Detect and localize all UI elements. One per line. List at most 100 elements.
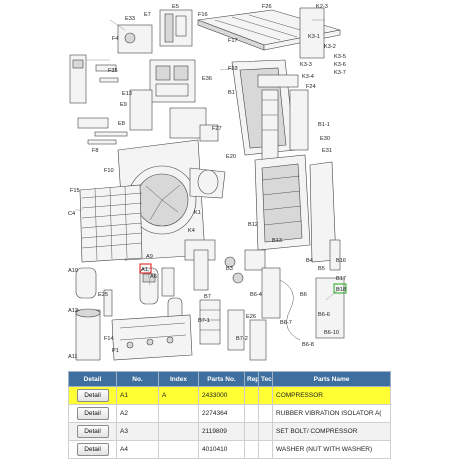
cell-parts-no: 2274364 bbox=[198, 404, 245, 423]
callout-E36: E36 bbox=[202, 76, 212, 82]
callout-B3: B3 bbox=[226, 266, 233, 272]
callout-K1: K1 bbox=[194, 210, 201, 216]
callout-B7-2: B7-2 bbox=[236, 336, 248, 342]
callout-F4: F4 bbox=[112, 36, 119, 42]
column-header-parts-name[interactable]: Parts Name bbox=[272, 371, 391, 387]
column-header-parts-no[interactable]: Parts No. bbox=[198, 371, 245, 387]
cell-index: A bbox=[158, 386, 199, 405]
cell-tec bbox=[258, 386, 273, 405]
callout-F24: F24 bbox=[306, 84, 316, 90]
cell-rep bbox=[244, 440, 259, 459]
callout-F26: F26 bbox=[262, 4, 272, 10]
cell-index bbox=[158, 440, 199, 459]
cell-parts-name: RUBBER VIBRATION ISOLATOR A( bbox=[272, 404, 391, 423]
detail-button[interactable]: Detail bbox=[76, 425, 109, 438]
callout-B6-6: B6-6 bbox=[318, 312, 330, 318]
callout-A1: A1 bbox=[141, 267, 148, 273]
callout-F17: F17 bbox=[228, 38, 238, 44]
callout-F8: F8 bbox=[92, 148, 99, 154]
table-row[interactable]: Detail A3 2119809 SET BOLT/ COMPRESSOR bbox=[68, 422, 391, 441]
callout-B6: B6 bbox=[300, 292, 307, 298]
compressor-group bbox=[75, 267, 193, 361]
cell-rep bbox=[244, 422, 259, 441]
callout-K4: K4 bbox=[188, 228, 195, 234]
callout-B7: B7 bbox=[204, 294, 211, 300]
left-small-parts bbox=[69, 54, 128, 145]
diagram-callouts: E33 E7 E5 F26 F16 K2-3 F17 K3-1 K3-2 K3-… bbox=[68, 4, 346, 360]
callout-E25: E25 bbox=[98, 292, 108, 298]
leader-lines bbox=[75, 19, 341, 301]
side-frame-panel bbox=[231, 7, 325, 161]
callout-B13: B13 bbox=[272, 238, 282, 244]
callout-K3-5: K3-5 bbox=[334, 54, 346, 60]
callout-K3-2: K3-2 bbox=[324, 44, 336, 50]
table-row[interactable]: Detail A1 A 2433000 COMPRESSOR bbox=[68, 386, 391, 405]
callout-K3-1: K3-1 bbox=[308, 34, 320, 40]
callout-B6-10: B6-10 bbox=[324, 330, 339, 336]
column-header-no[interactable]: No. bbox=[116, 371, 159, 387]
callout-E5: E5 bbox=[172, 4, 179, 10]
cell-tec bbox=[258, 404, 273, 423]
column-header-detail[interactable]: Detail bbox=[68, 371, 117, 387]
callout-B1-1: B1-1 bbox=[318, 122, 330, 128]
callout-E7: E7 bbox=[144, 12, 151, 18]
table-header-row: Detail No. Index Parts No. Rep Tec Parts… bbox=[68, 371, 391, 387]
callout-K3-7: K3-7 bbox=[334, 70, 346, 76]
callout-K2-3: K2-3 bbox=[316, 4, 328, 10]
callout-B4: B4 bbox=[306, 258, 313, 264]
callout-F16: F16 bbox=[198, 12, 208, 18]
callout-B6-7: B6-7 bbox=[280, 320, 292, 326]
detail-button[interactable]: Detail bbox=[76, 389, 109, 402]
callout-E33: E33 bbox=[125, 16, 135, 22]
callout-A12: A12 bbox=[68, 308, 78, 314]
callout-P1: P1 bbox=[112, 348, 119, 354]
front-grille bbox=[79, 184, 143, 263]
callout-E20: E20 bbox=[226, 154, 236, 160]
cell-rep bbox=[244, 404, 259, 423]
cell-parts-name: COMPRESSOR bbox=[272, 386, 391, 405]
cell-tec bbox=[258, 422, 273, 441]
callout-K3-4: K3-4 bbox=[302, 74, 314, 80]
callout-F14: F14 bbox=[104, 336, 114, 342]
callout-K3-6: K3-6 bbox=[334, 62, 346, 68]
cell-index bbox=[158, 404, 199, 423]
callout-B6-4: B6-4 bbox=[250, 292, 262, 298]
callout-B5: B5 bbox=[318, 266, 325, 272]
callout-E9: E9 bbox=[120, 102, 127, 108]
cell-parts-no: 4010410 bbox=[198, 440, 245, 459]
cell-rep bbox=[244, 386, 259, 405]
table-row[interactable]: Detail A2 2274364 RUBBER VIBRATION ISOLA… bbox=[68, 404, 391, 423]
column-header-rep[interactable]: Rep bbox=[244, 371, 259, 387]
callout-E8: E8 bbox=[118, 121, 125, 127]
compressor-highlight-box bbox=[139, 263, 152, 274]
table-row[interactable]: Detail A4 4010410 WASHER (NUT WITH WASHE… bbox=[68, 440, 391, 459]
heat-exchanger bbox=[254, 154, 345, 339]
callout-F35: F35 bbox=[108, 68, 118, 74]
cell-no: A4 bbox=[116, 440, 159, 459]
electrical-box-assembly bbox=[117, 9, 219, 142]
exploded-parts-diagram: E33 E7 E5 F26 F16 K2-3 F17 K3-1 K3-2 K3-… bbox=[68, 4, 347, 361]
column-header-index[interactable]: Index bbox=[158, 371, 199, 387]
callout-A9: A9 bbox=[146, 254, 153, 260]
cell-no: A2 bbox=[116, 404, 159, 423]
callout-E30: E30 bbox=[320, 136, 330, 142]
callout-B12: B12 bbox=[248, 222, 258, 228]
detail-button[interactable]: Detail bbox=[76, 443, 109, 456]
cell-tec bbox=[258, 440, 273, 459]
callout-C4: C4 bbox=[68, 211, 75, 217]
callout-F15: F15 bbox=[70, 188, 80, 194]
column-header-tec[interactable]: Tec bbox=[258, 371, 273, 387]
cell-no: A3 bbox=[116, 422, 159, 441]
detail-button[interactable]: Detail bbox=[76, 407, 109, 420]
callout-B6-8: B6-8 bbox=[302, 342, 314, 348]
callout-B16: B16 bbox=[336, 258, 346, 264]
cell-parts-name: SET BOLT/ COMPRESSOR bbox=[272, 422, 391, 441]
callout-B17: B17 bbox=[336, 276, 346, 282]
callout-E13: E13 bbox=[122, 91, 132, 97]
cell-parts-no: 2119809 bbox=[198, 422, 245, 441]
cell-parts-no: 2433000 bbox=[198, 386, 245, 405]
callout-F10: F10 bbox=[104, 168, 114, 174]
cell-no: A1 bbox=[116, 386, 159, 405]
cell-index bbox=[158, 422, 199, 441]
callout-A10: A10 bbox=[68, 268, 78, 274]
